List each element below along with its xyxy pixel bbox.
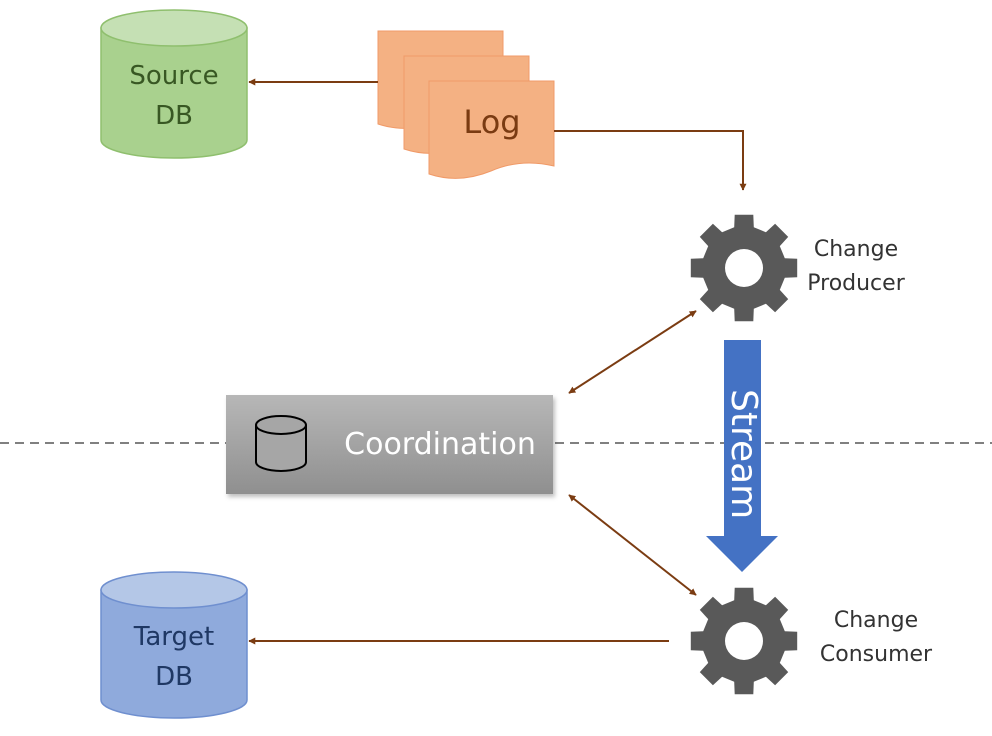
producer-coordination-connector (568, 310, 697, 394)
change-producer-label-line2: Producer (807, 271, 905, 296)
change-consumer-label: Change Consumer (801, 604, 951, 672)
change-consumer-label-line2: Consumer (819, 642, 933, 667)
source-db-cylinder (100, 9, 248, 159)
database-icon (255, 415, 307, 472)
coordination-label: Coordination (344, 427, 536, 462)
log-label: Log (463, 103, 521, 141)
target-db-cylinder (100, 571, 248, 719)
source-db-label-line1: Source (129, 61, 219, 91)
target-db-label: Target DB (100, 617, 248, 697)
source-db-label-line2: DB (155, 101, 193, 131)
target-db-label-line2: DB (155, 662, 193, 692)
stream-arrow (706, 340, 778, 572)
change-consumer-gear-icon (690, 587, 798, 695)
change-producer-label: Change Producer (781, 233, 931, 301)
coordination-consumer-connector (568, 494, 697, 596)
target-db-label-line1: Target (133, 622, 215, 652)
gear-hole (725, 622, 763, 660)
change-consumer-label-line1: Change (833, 608, 919, 633)
change-producer-label-line1: Change (813, 237, 899, 262)
change-producer-gear-icon (690, 214, 798, 322)
log-to-producer-connector (554, 130, 747, 191)
stream-label: Stream (723, 389, 764, 520)
log-documents (377, 30, 555, 179)
source-db-label: Source DB (100, 56, 248, 136)
gear-hole (725, 249, 763, 287)
